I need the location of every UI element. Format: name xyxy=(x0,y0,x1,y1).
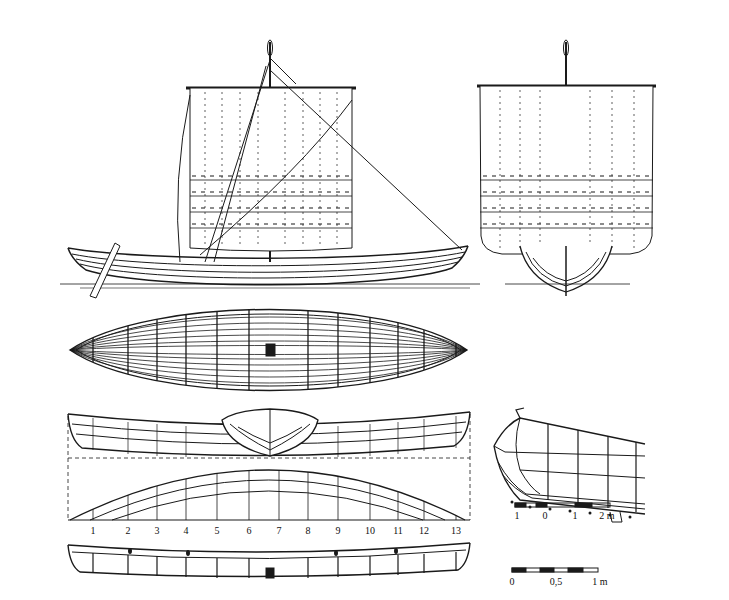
scale-bar xyxy=(512,568,598,572)
station-number: 1 xyxy=(91,526,96,536)
station-number: 11 xyxy=(393,526,403,536)
section-view xyxy=(68,543,470,578)
station-number: 12 xyxy=(419,526,429,536)
scale-number: 0 xyxy=(543,511,548,521)
station-number: 9 xyxy=(336,526,341,536)
station-number: 8 xyxy=(306,526,311,536)
station-number: 10 xyxy=(365,526,375,536)
scale-number: 0 xyxy=(510,577,515,587)
station-number: 2 xyxy=(126,526,131,536)
side-view xyxy=(60,40,480,298)
hull-fragment xyxy=(494,408,645,522)
lines-drawing xyxy=(68,470,470,520)
station-number: 13 xyxy=(451,526,461,536)
scale-number: 1 xyxy=(515,511,520,521)
station-number: 7 xyxy=(277,526,282,536)
plan-view xyxy=(70,290,467,410)
front-view xyxy=(477,40,656,296)
scale-number: 2 m xyxy=(599,511,614,521)
station-number: 6 xyxy=(247,526,252,536)
profile-view xyxy=(68,409,470,520)
station-number: 5 xyxy=(215,526,220,536)
scale-number: 0,5 xyxy=(550,577,563,587)
station-number: 4 xyxy=(184,526,189,536)
scale-number: 1 m xyxy=(592,577,607,587)
station-number: 3 xyxy=(155,526,160,536)
scale-number: 1 xyxy=(573,511,578,521)
